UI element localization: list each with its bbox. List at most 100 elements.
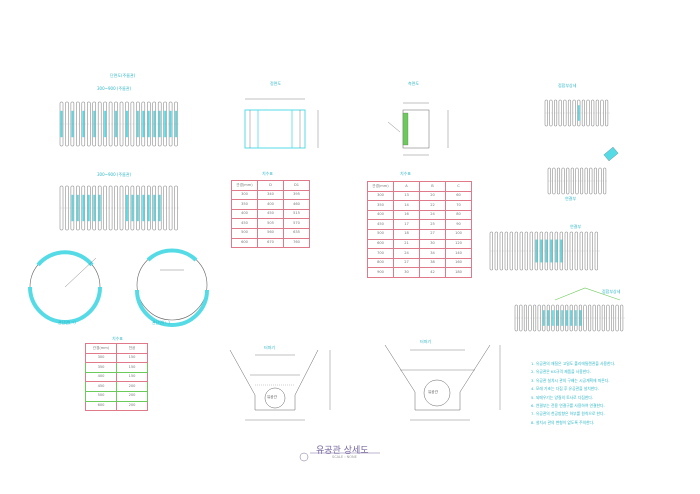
circle-b-label: 관단면(ㄴ) bbox=[152, 320, 170, 325]
table-cell: 300 bbox=[231, 189, 258, 201]
pipe-rib bbox=[592, 304, 596, 332]
pipe-cross-section-b bbox=[135, 248, 209, 327]
table-cell: 27 bbox=[393, 257, 420, 269]
table-cell: 200 bbox=[116, 381, 148, 392]
perforation bbox=[561, 310, 563, 326]
table-cell: 500 bbox=[85, 390, 117, 402]
perforation bbox=[169, 110, 172, 138]
table-1-title: 치수표 bbox=[262, 171, 274, 176]
view-a-subtitle-2: 300~900 (주름관) bbox=[97, 172, 132, 177]
pipe-rib bbox=[97, 185, 102, 231]
front-view-title: 정면도 bbox=[270, 81, 282, 86]
detail-label: 접합부상세 bbox=[602, 289, 621, 294]
table-cell: 180 bbox=[445, 267, 472, 278]
drawing-title: 유공관 상세도 bbox=[316, 446, 369, 456]
table-cell: 515 bbox=[283, 208, 310, 220]
pipe-rib bbox=[65, 185, 69, 231]
pipe-rib bbox=[598, 167, 602, 195]
pipe-front-view bbox=[244, 98, 319, 149]
table-cell: 30 bbox=[419, 238, 446, 250]
title-mark bbox=[299, 452, 380, 462]
table-cell: 300 bbox=[85, 352, 117, 364]
table-cell: D1 bbox=[283, 180, 310, 191]
circle-a-label: 관단면(ㄱ) bbox=[58, 320, 76, 325]
table-cell: 560 bbox=[257, 227, 284, 239]
perforation bbox=[175, 110, 177, 138]
table-cell: 450 bbox=[257, 208, 284, 220]
table-cell: 22 bbox=[419, 200, 446, 211]
trench-b-label: 터파기 bbox=[420, 339, 432, 344]
table-cell: 21 bbox=[393, 238, 420, 250]
pipe-rib bbox=[589, 167, 593, 195]
perforation bbox=[76, 194, 79, 222]
table-cell: 450 bbox=[367, 219, 394, 230]
pipe-side-view bbox=[387, 102, 449, 156]
perforation bbox=[570, 310, 573, 326]
table-cell: 200 bbox=[116, 390, 148, 402]
table-cell: 635 bbox=[283, 227, 310, 239]
pipe-rib bbox=[92, 185, 96, 231]
note-line: 3. 유공관 설치시 관의 구배는 시공계획에 따른다. bbox=[531, 377, 610, 383]
trench-a-label: 터파기 bbox=[264, 345, 276, 350]
table-cell: 200 bbox=[116, 400, 148, 412]
pipe-rib bbox=[65, 101, 69, 147]
table-cell: B bbox=[419, 181, 446, 192]
perforation bbox=[82, 194, 85, 222]
table-cell: 340 bbox=[257, 189, 284, 201]
trench-b-pipe-label: 유공관 bbox=[428, 390, 438, 394]
table-cell: 450 bbox=[85, 381, 117, 392]
note-line: 6. 연결부는 전용 연결구를 사용하여 연결한다. bbox=[531, 403, 605, 409]
pipe-rib bbox=[152, 101, 156, 147]
table-cell: 505 bbox=[257, 218, 284, 229]
table-cell: 34 bbox=[419, 248, 446, 259]
table-cell: 400 bbox=[231, 208, 258, 220]
detail-leader bbox=[554, 287, 621, 301]
table-cell: C bbox=[445, 181, 472, 192]
table-cell: 18 bbox=[393, 228, 420, 240]
table-cell: 80 bbox=[445, 209, 472, 221]
general-notes: 1. 유공관의 재질은 고밀도 폴리에틸렌관을 사용한다. 2. 유공관은 KS규… bbox=[531, 360, 615, 427]
perforation bbox=[142, 110, 145, 138]
trench-a-pipe-label: 유공관 bbox=[267, 395, 277, 399]
table-cell: 100 bbox=[445, 228, 472, 240]
pipe-rib bbox=[152, 185, 156, 231]
table-cell: 350 bbox=[231, 199, 258, 210]
perforation bbox=[82, 110, 85, 138]
perforation bbox=[115, 110, 117, 138]
table-cell: 900 bbox=[367, 267, 394, 278]
pipe-rib bbox=[157, 101, 162, 147]
table-cell: 150 bbox=[116, 371, 148, 383]
table-cell: 150 bbox=[116, 352, 148, 364]
note-line: 1. 유공관의 재질은 고밀도 폴리에틸렌관을 사용한다. bbox=[531, 361, 616, 366]
table-cell: 400 bbox=[257, 199, 284, 210]
table-cell: 160 bbox=[445, 257, 472, 269]
table-cell: 400 bbox=[367, 209, 394, 221]
table-cell: 500 bbox=[367, 228, 394, 240]
table-cell: 천공 bbox=[116, 343, 148, 354]
table-cell: 570 bbox=[283, 218, 310, 229]
note-line: 2. 유공관은 KS규격 제품을 사용한다. bbox=[531, 369, 591, 375]
table-cell: 350 bbox=[367, 200, 394, 211]
note-line: 8. 설치시 관의 변형이 없도록 주의한다. bbox=[531, 419, 595, 425]
table-cell: 관경(mm) bbox=[231, 180, 258, 191]
table-cell: 500 bbox=[231, 227, 258, 239]
